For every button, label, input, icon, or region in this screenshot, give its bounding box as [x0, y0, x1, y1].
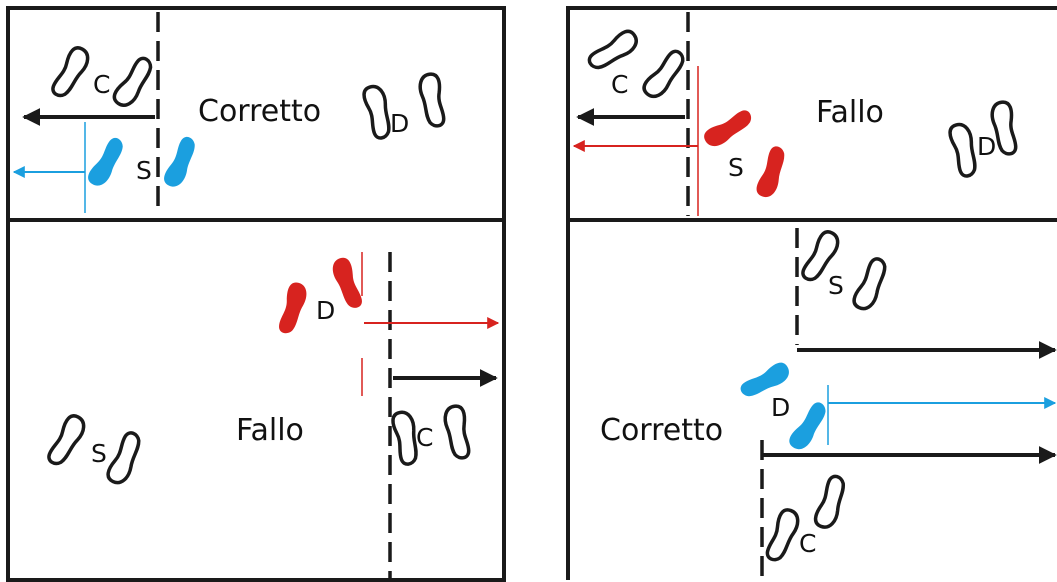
- status-label: Fallo: [816, 95, 884, 130]
- footprint-red-icon: [701, 107, 757, 151]
- left-diagram: [6, 6, 506, 582]
- panel-bottom-right: Corretto S D C: [600, 227, 1057, 580]
- footprint-icon: [946, 120, 983, 180]
- footprint-icon: [763, 505, 803, 566]
- footprint-icon: [416, 71, 447, 130]
- panel-top-right: Fallo C S D: [572, 12, 1019, 216]
- footprint-label-s: S: [91, 439, 107, 468]
- footprint-icon: [584, 26, 643, 76]
- footprint-icon: [811, 472, 852, 532]
- footprint-icon: [639, 46, 692, 103]
- panel-top-left: Corretto C S D: [12, 12, 447, 215]
- footprint-label-c: C: [93, 70, 110, 99]
- footprint-red-icon: [276, 280, 310, 337]
- footprint-icon: [44, 411, 90, 471]
- footprint-icon: [48, 43, 94, 103]
- footprint-icon: [849, 254, 893, 314]
- footprint-icon: [103, 428, 147, 488]
- footprint-blue-icon: [786, 399, 833, 454]
- status-label: Corretto: [600, 413, 723, 448]
- footprint-label-c: C: [799, 529, 816, 558]
- footprint-icon: [109, 53, 159, 112]
- panel-bottom-left: Fallo D S C: [44, 252, 500, 580]
- footprint-label-s: S: [136, 156, 152, 185]
- footprint-blue-icon: [161, 134, 202, 191]
- footprint-icon: [441, 403, 472, 462]
- footprint-label-d: D: [977, 132, 996, 161]
- left-diagram-border: [6, 6, 506, 582]
- footprint-label-c: C: [611, 70, 628, 99]
- footprint-label-d: D: [771, 393, 790, 422]
- footprint-label-d: D: [390, 109, 409, 138]
- footprint-red-icon: [754, 144, 791, 201]
- footprint-label-d: D: [316, 296, 335, 325]
- footprint-label-s: S: [728, 153, 744, 182]
- footprint-label-s: S: [828, 271, 844, 300]
- footprint-blue-icon: [84, 135, 130, 190]
- status-label: Corretto: [198, 94, 321, 129]
- footprint-label-c: C: [416, 423, 433, 452]
- status-label: Fallo: [236, 413, 304, 448]
- right-diagram: [566, 6, 1057, 580]
- right-diagram-border: [566, 6, 1057, 580]
